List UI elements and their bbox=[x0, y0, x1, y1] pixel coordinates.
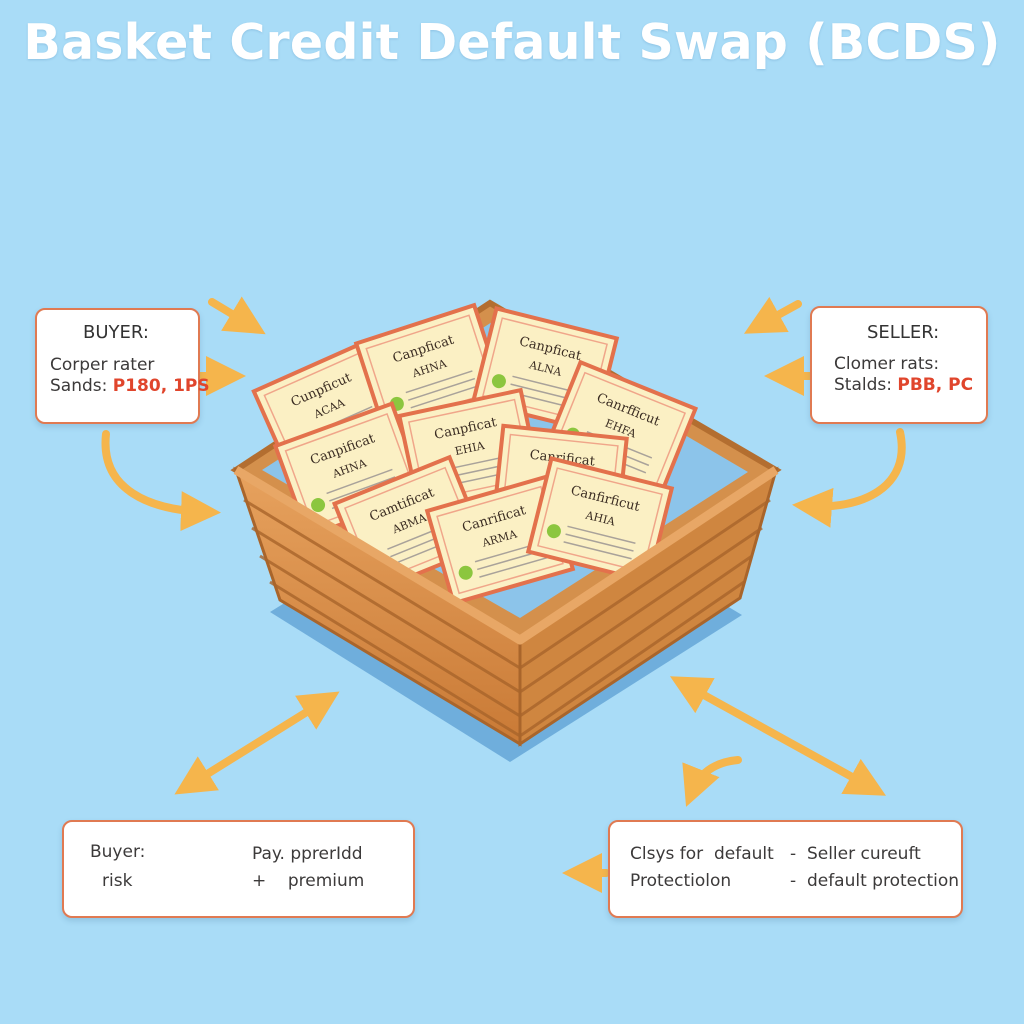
seller-protection-value-bottom: - default protection bbox=[790, 871, 960, 891]
buyer-line-2-prefix: Sands: bbox=[50, 376, 113, 396]
seller-line-2-prefix: Stalds: bbox=[834, 375, 898, 395]
buyer-risk-value-top: Pay. pprerIdd bbox=[252, 844, 363, 864]
buyer-risk-label-top: Buyer: bbox=[90, 842, 146, 862]
certificate-subtitle: EHIA bbox=[454, 439, 487, 458]
buyer-risk-value-bottom: + premium bbox=[252, 871, 365, 891]
buyer-line-2: Sands: P180, 1PS bbox=[50, 376, 210, 396]
seller-line-2: Stalds: PBB, PC bbox=[834, 375, 973, 395]
seller-protection-box: Clsys for default Protectiolon - Seller … bbox=[608, 820, 963, 918]
buyer-risk-label-bottom: risk bbox=[102, 871, 133, 891]
certificate-stack: CunpficutACAACanpficatAHNACanpficatALNAC… bbox=[251, 302, 699, 606]
curved-arrow-icon bbox=[792, 428, 906, 528]
seller-protection-label-top: Clsys for default bbox=[630, 844, 774, 864]
arrow-icon bbox=[208, 296, 266, 335]
seller-line-2-highlight: PBB, PC bbox=[897, 375, 974, 395]
seller-info-box: SELLER: Clomer rats: Stalds: PBB, PC bbox=[810, 306, 988, 424]
double-arrow-icon bbox=[669, 676, 887, 796]
double-arrow-icon bbox=[174, 691, 340, 795]
buyer-line-1: Corper rater bbox=[50, 355, 155, 375]
curved-arrow-icon bbox=[682, 756, 742, 807]
seller-protection-value-top: - Seller cureuft bbox=[790, 844, 921, 864]
basket-front bbox=[233, 466, 779, 747]
buyer-info-box: BUYER: Corper rater Sands: P180, 1PS bbox=[35, 308, 210, 424]
buyer-risk-box: Buyer: risk Pay. pprerIdd + premium bbox=[62, 820, 415, 918]
diagram-title: Basket Credit Default Swap (BCDS) bbox=[23, 14, 1001, 71]
seller-heading: SELLER: bbox=[867, 322, 940, 343]
flow-arrows bbox=[101, 296, 906, 893]
arrow-icon bbox=[743, 296, 802, 334]
buyer-line-2-highlight: P180, 1PS bbox=[112, 376, 210, 396]
curved-arrow-icon bbox=[101, 430, 221, 532]
seller-line-1: Clomer rats: bbox=[834, 354, 940, 374]
buyer-heading: BUYER: bbox=[83, 322, 149, 343]
seller-protection-label-bottom: Protectiolon bbox=[630, 871, 732, 891]
